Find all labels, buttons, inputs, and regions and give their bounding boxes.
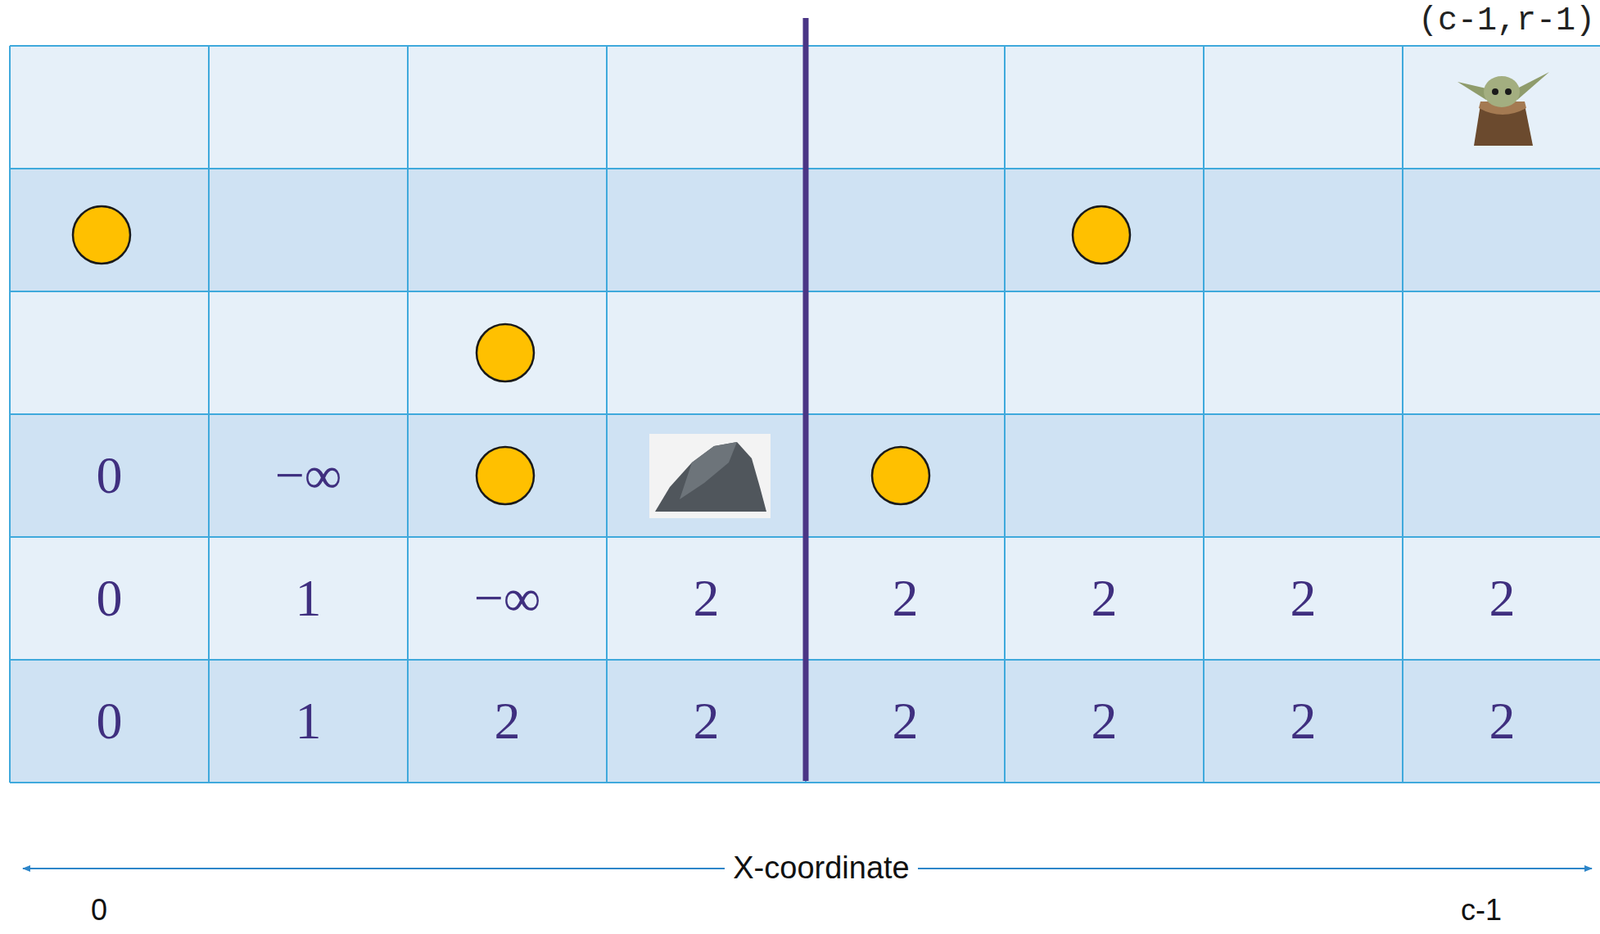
table-cell: 2	[1091, 569, 1118, 628]
yoda-eye	[1505, 88, 1512, 95]
table-cell: 2	[1290, 692, 1317, 751]
table-cell: 2	[1290, 569, 1317, 628]
yoda-ear	[1517, 72, 1550, 100]
yoda-eye	[1491, 88, 1499, 95]
grid-line	[1003, 45, 1006, 783]
table-cell: 2	[892, 692, 919, 751]
table-cell: 2	[494, 692, 521, 751]
table-cell: 0	[96, 447, 123, 505]
table-cell: 2	[1489, 569, 1516, 628]
coin	[1072, 206, 1130, 264]
grid-line	[1202, 45, 1205, 783]
table-cell: 1	[295, 692, 322, 751]
coin	[476, 447, 534, 505]
rock-shape	[655, 442, 767, 512]
rock-icon	[649, 433, 771, 519]
axis-label: X-coordinate	[724, 851, 918, 886]
table-cell: 0	[96, 692, 123, 751]
yoda-head	[1483, 76, 1520, 108]
yoda-icon	[1457, 72, 1550, 146]
grid-line	[1401, 45, 1404, 783]
table-cell: 2	[693, 692, 720, 751]
grid-line	[9, 45, 11, 783]
rock-highlight	[679, 442, 737, 500]
axis-tick: c-1	[1460, 894, 1502, 927]
rock-background	[649, 433, 771, 519]
axis-tick: 0	[90, 894, 108, 927]
table-cell: 2	[693, 569, 720, 628]
grid-line	[207, 45, 210, 783]
divider-line	[803, 18, 810, 782]
coin	[72, 206, 131, 264]
corner-coordinate: (c-1,r-1)	[1418, 3, 1596, 40]
table-cell: −∞	[474, 569, 542, 628]
yoda-ear	[1457, 81, 1487, 100]
grid-line	[605, 45, 608, 783]
table-cell: 2	[1091, 692, 1118, 751]
coin	[476, 324, 534, 382]
coin	[872, 447, 930, 505]
grid-line	[406, 45, 409, 783]
coins	[72, 206, 1130, 505]
table-cell: 0	[96, 569, 123, 628]
table-cell: −∞	[275, 447, 343, 505]
table-cell: 2	[892, 569, 919, 628]
table-cell: 2	[1489, 692, 1516, 751]
table-cell: 1	[295, 569, 322, 628]
